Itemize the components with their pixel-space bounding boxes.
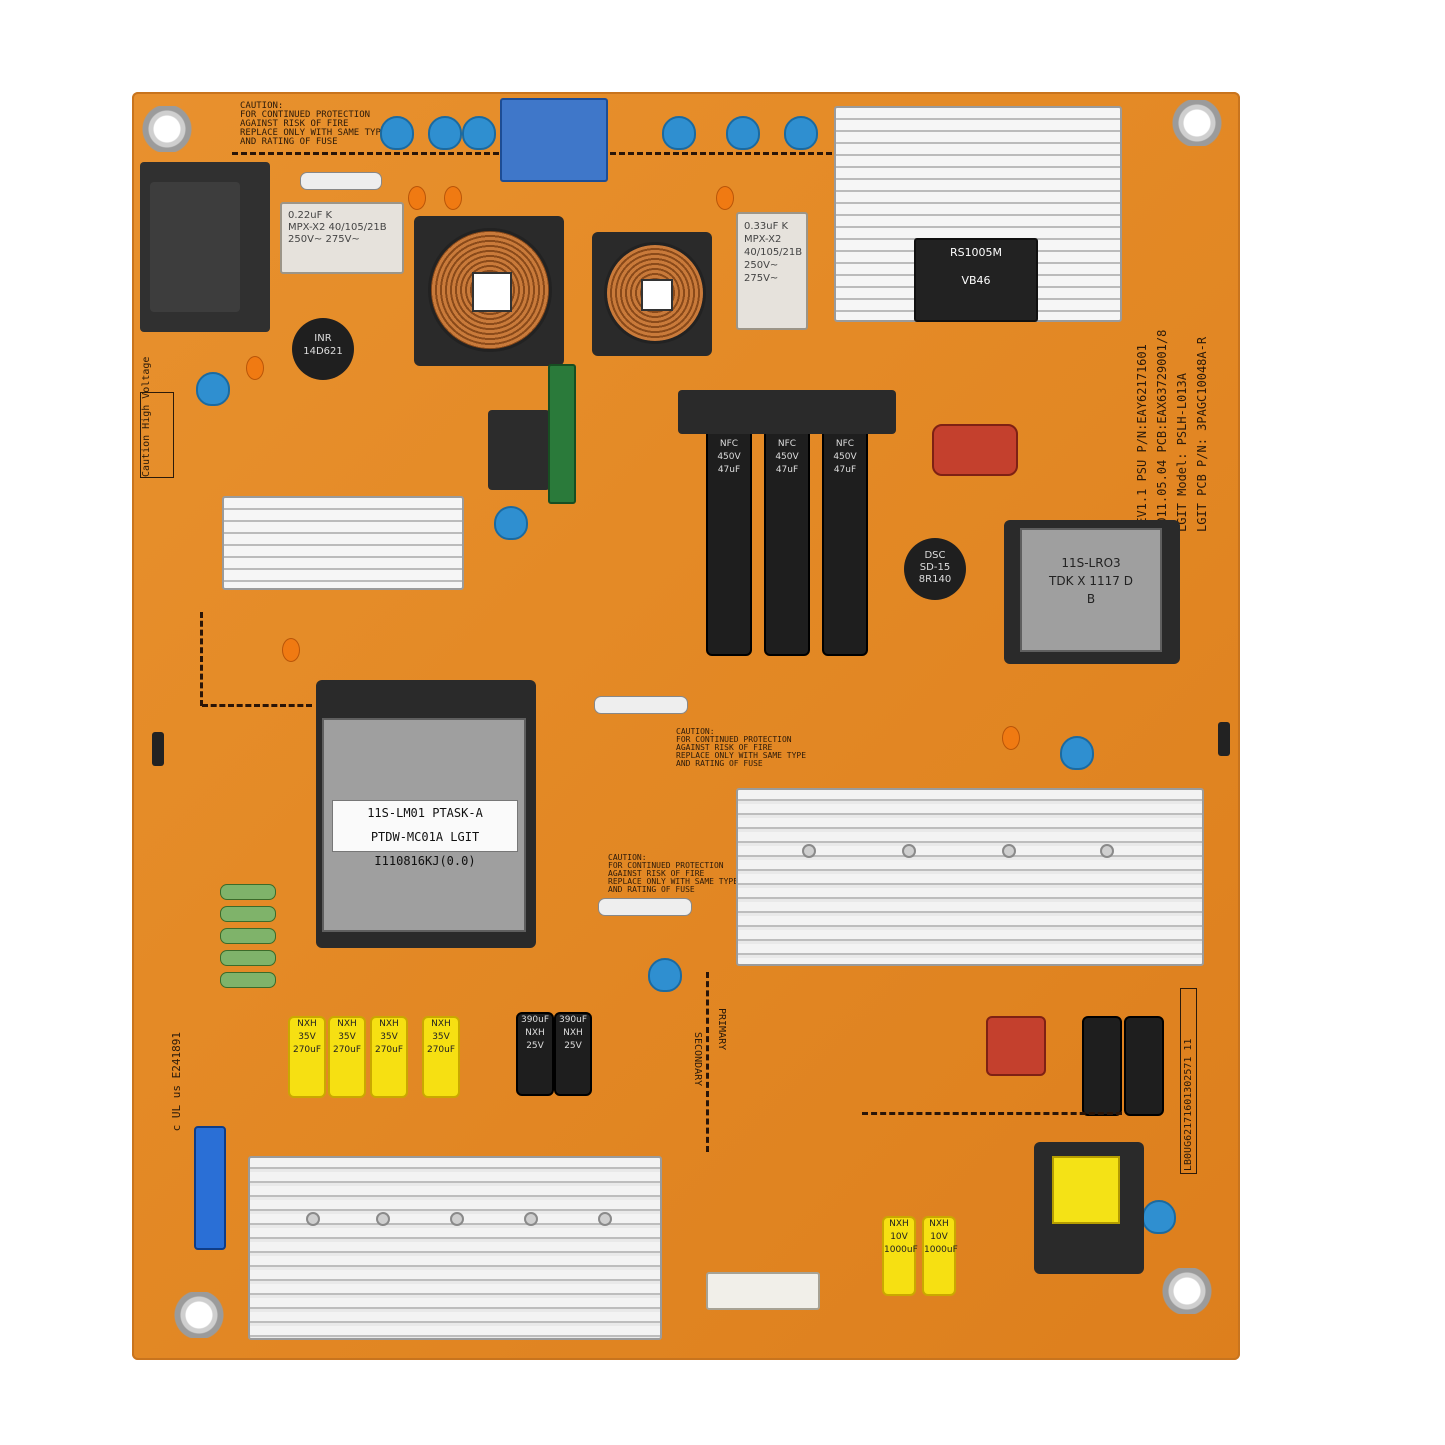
relay bbox=[488, 410, 550, 490]
resistor bbox=[220, 928, 276, 944]
heatsink-screw bbox=[450, 1212, 464, 1226]
small-capacitor bbox=[408, 186, 426, 210]
mounting-hole-bottom-right bbox=[1158, 1268, 1216, 1314]
y-capacitor bbox=[1060, 736, 1094, 770]
daughter-board bbox=[548, 364, 576, 504]
resistor bbox=[220, 906, 276, 922]
small-capacitor bbox=[282, 638, 300, 662]
mounting-hole-top-right bbox=[1168, 100, 1226, 146]
small-capacitor bbox=[246, 356, 264, 380]
heatsink-screw bbox=[306, 1212, 320, 1226]
heatsink-screw bbox=[902, 844, 916, 858]
slot-right bbox=[1218, 722, 1230, 756]
slot-left bbox=[152, 732, 164, 766]
small-capacitor bbox=[716, 186, 734, 210]
y-capacitor bbox=[1142, 1200, 1176, 1234]
isolation-line-mid bbox=[706, 972, 709, 1152]
small-capacitor bbox=[1002, 726, 1020, 750]
y-capacitor bbox=[494, 506, 528, 540]
standby-filter-capacitor bbox=[1124, 1016, 1164, 1116]
isolation-line bbox=[862, 1112, 1122, 1115]
film-capacitor-small bbox=[986, 1016, 1046, 1076]
pfc-heatsink bbox=[222, 496, 464, 590]
ul-mark: c UL us E241891 bbox=[170, 1032, 183, 1132]
choke-winding-1 bbox=[428, 228, 552, 352]
fuse-mid bbox=[594, 696, 688, 714]
capacitor-bracket bbox=[678, 390, 896, 434]
film-capacitor bbox=[932, 424, 1018, 476]
heatsink-screw bbox=[598, 1212, 612, 1226]
y-capacitor bbox=[428, 116, 462, 150]
isolation-line bbox=[200, 612, 203, 706]
standby-core-yellow bbox=[1052, 1156, 1120, 1224]
small-capacitor bbox=[444, 186, 462, 210]
signal-connector bbox=[706, 1272, 820, 1310]
y-capacitor bbox=[662, 116, 696, 150]
heatsink-screw bbox=[802, 844, 816, 858]
y-capacitor bbox=[462, 116, 496, 150]
mounting-hole-top-left bbox=[138, 106, 196, 152]
blue-film-capacitor bbox=[500, 98, 608, 182]
heatsink-screw bbox=[376, 1212, 390, 1226]
heatsink-screw bbox=[1100, 844, 1114, 858]
ac-connector-latch bbox=[150, 182, 240, 312]
resistor bbox=[220, 972, 276, 988]
standby-filter-capacitor bbox=[1082, 1016, 1122, 1116]
choke-winding-2 bbox=[604, 242, 706, 344]
fuse-top bbox=[300, 172, 382, 190]
isolation-line bbox=[202, 704, 312, 707]
resistor bbox=[220, 884, 276, 900]
y-capacitor bbox=[196, 372, 230, 406]
heatsink-screw bbox=[1002, 844, 1016, 858]
output-connector-blue bbox=[194, 1126, 226, 1250]
output-heatsink-bottom bbox=[248, 1156, 662, 1340]
heatsink-screw bbox=[524, 1212, 538, 1226]
resistor bbox=[220, 950, 276, 966]
primary-label: PRIMARY bbox=[716, 1008, 727, 1051]
y-capacitor bbox=[784, 116, 818, 150]
y-capacitor bbox=[648, 958, 682, 992]
y-capacitor bbox=[726, 116, 760, 150]
secondary-label: SECONDARY bbox=[692, 1032, 703, 1087]
mounting-hole-bottom-left bbox=[170, 1292, 228, 1338]
y-capacitor bbox=[380, 116, 414, 150]
high-voltage-warning: Caution High Voltage bbox=[140, 357, 174, 478]
output-heatsink-right bbox=[736, 788, 1204, 966]
fuse-low bbox=[598, 898, 692, 916]
side-serial-code: LB0UG62171601302571 11 bbox=[1180, 988, 1197, 1174]
